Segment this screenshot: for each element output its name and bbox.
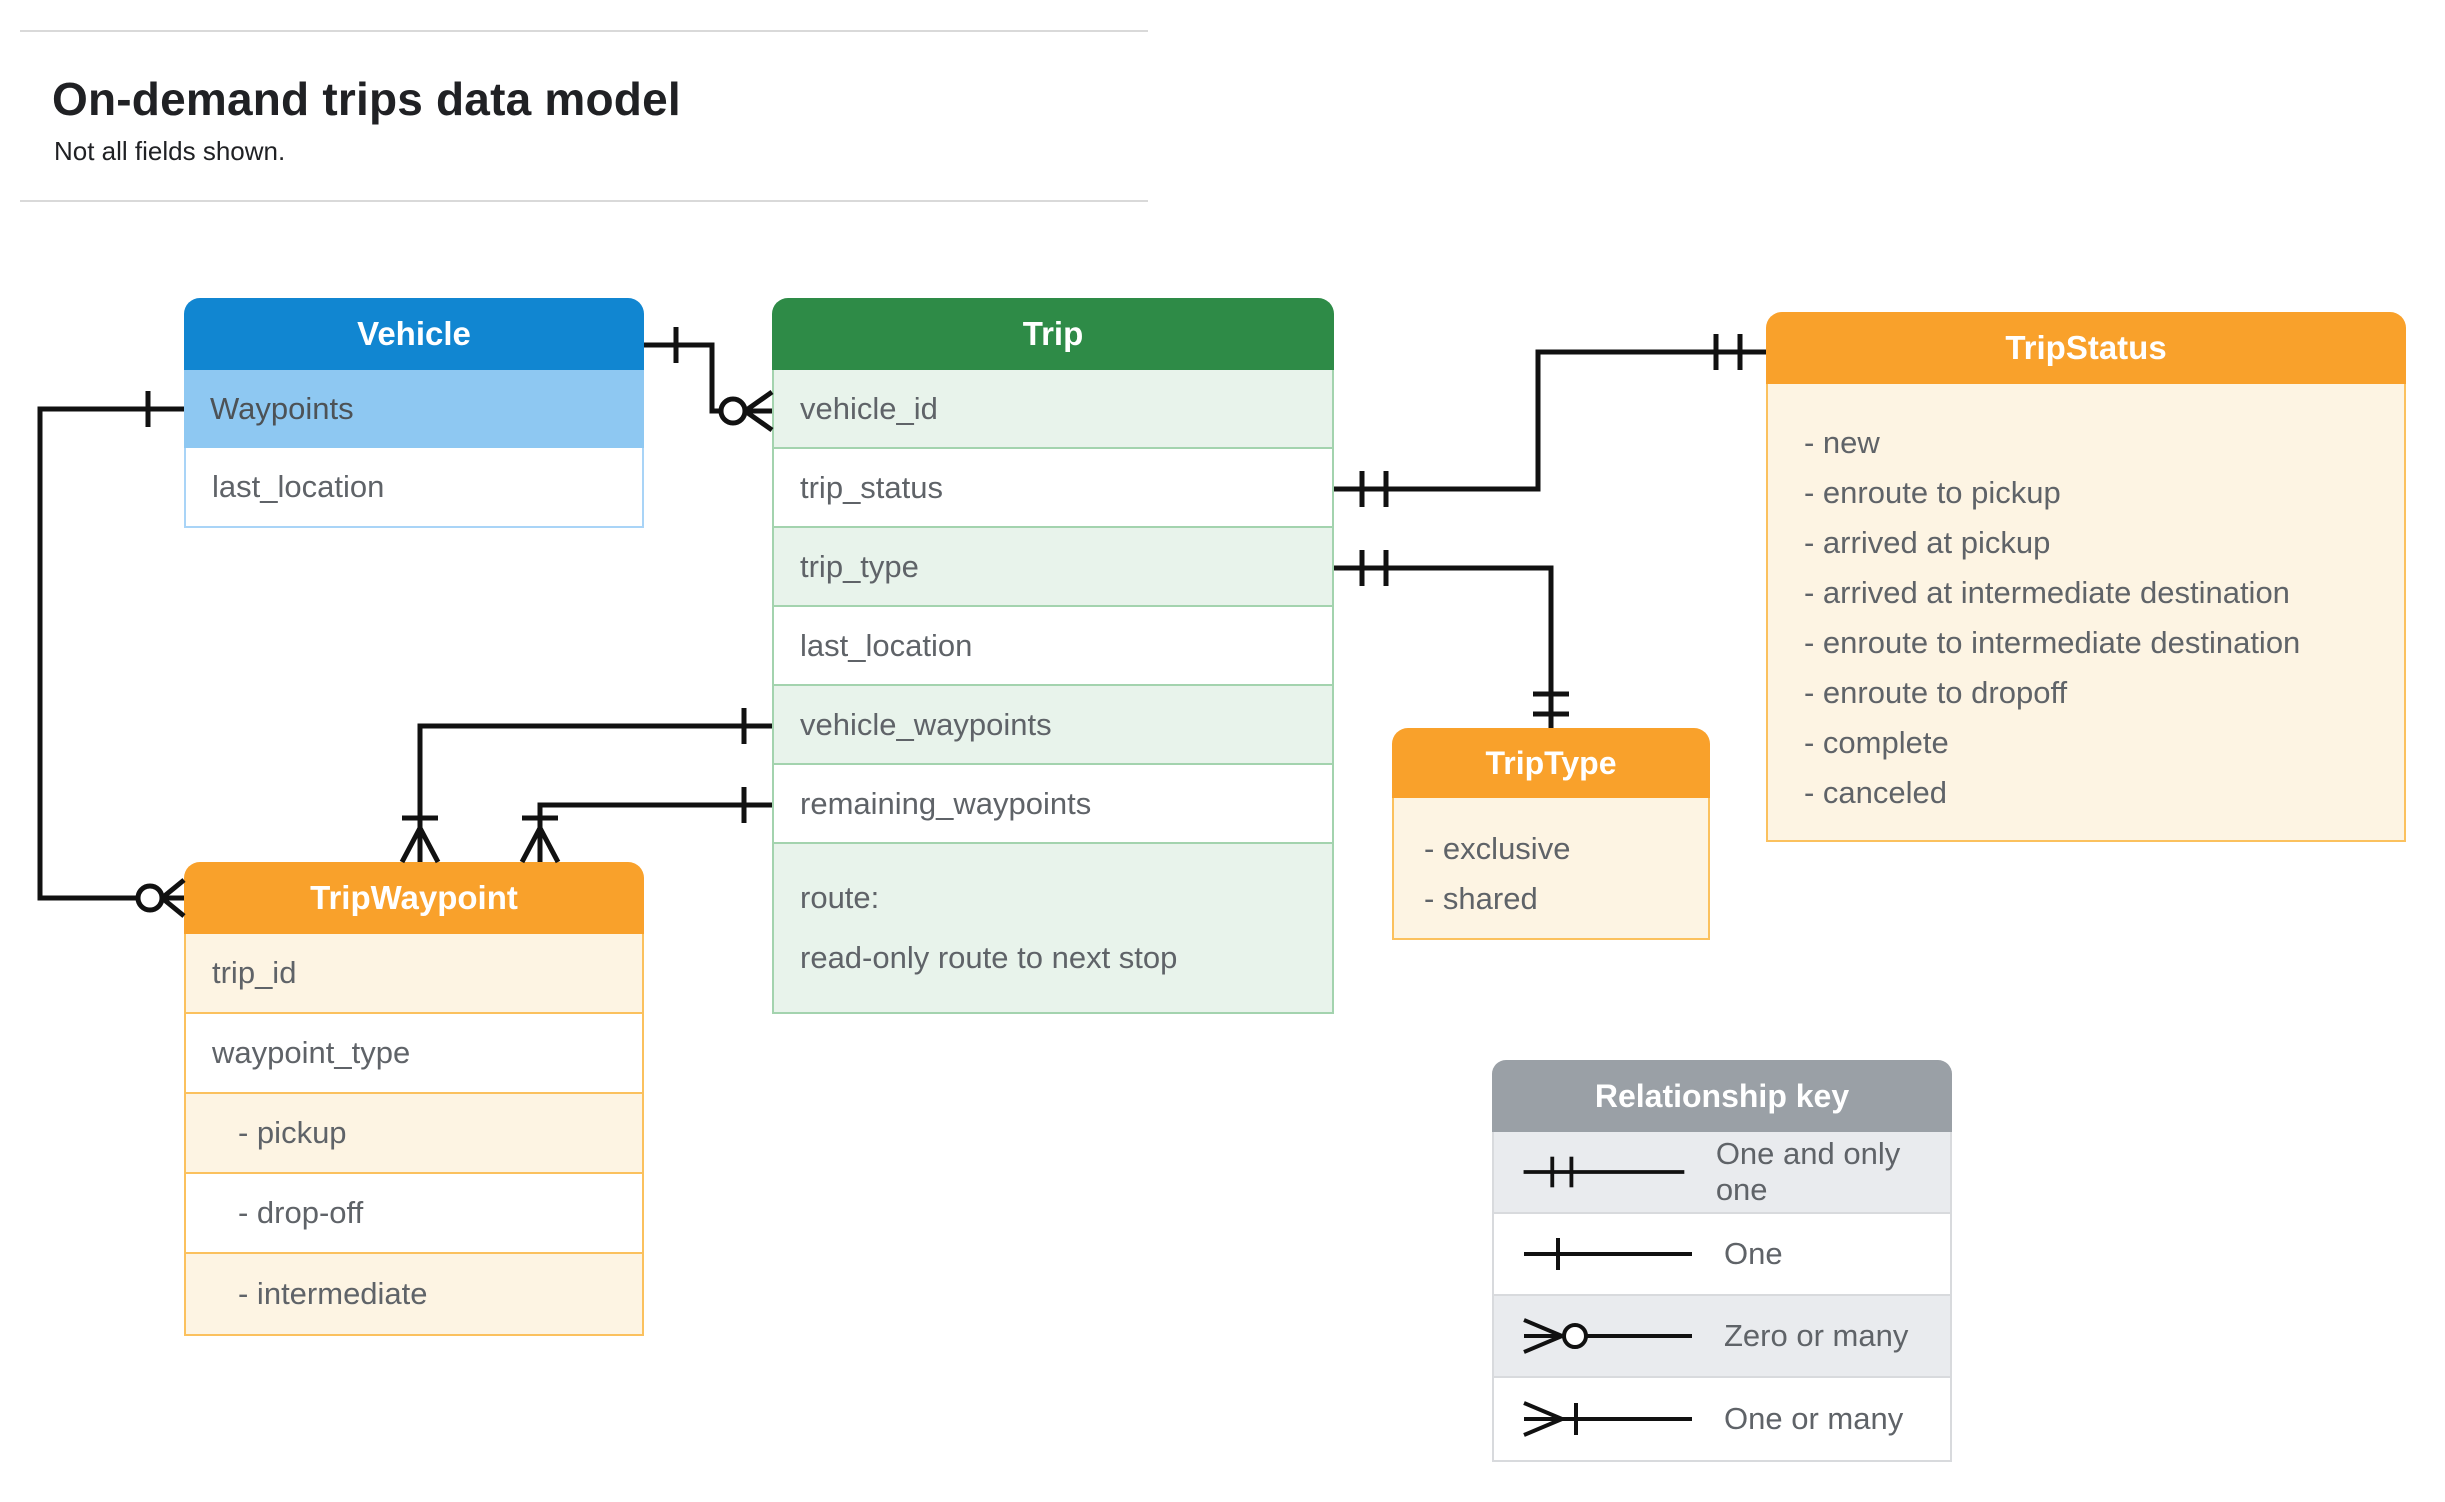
trip-row-last-location: last_location [774,607,1332,686]
one-and-only-one-icon [1523,1156,1685,1188]
connector-waypoints-to-tripwaypoint [37,391,186,918]
entity-tripstatus: TripStatus - new - enroute to pickup - a… [1766,312,2406,842]
zero-or-many-icon [1523,1318,1692,1354]
triptype-item: - shared [1424,881,1538,916]
entity-tripstatus-body: - new - enroute to pickup - arrived at p… [1766,384,2406,842]
top-divider [20,30,1148,32]
tripwaypoint-row-pickup: - pickup [186,1094,642,1174]
legend-label: Zero or many [1724,1318,1909,1353]
page-subtitle: Not all fields shown. [54,136,286,166]
entity-vehicle-header: Vehicle [184,298,644,370]
trip-row-trip-type: trip_type [774,528,1332,607]
connector-vehiclewaypoints-to-tripwaypoint [399,708,772,864]
tripstatus-item: - enroute to intermediate destination [1804,625,2301,660]
trip-row-trip-status: trip_status [774,449,1332,528]
trip-row-route: route: read-only route to next stop [774,844,1332,1012]
tripwaypoint-row-waypoint-type: waypoint_type [186,1014,642,1094]
legend-row-one-or-many: One or many [1494,1378,1950,1460]
entity-trip-header: Trip [772,298,1334,370]
entity-tripstatus-header: TripStatus [1766,312,2406,384]
tripstatus-item: - new [1804,425,1880,460]
vehicle-row-last-location: last_location [184,448,644,528]
page-title: On-demand trips data model [52,73,681,125]
legend-label: One or many [1724,1401,1904,1436]
trip-row-vehicle-waypoints: vehicle_waypoints [774,686,1332,765]
tripstatus-item: - arrived at intermediate destination [1804,575,2290,610]
tripwaypoint-row-intermediate: - intermediate [186,1254,642,1334]
entity-tripwaypoint-body: trip_id waypoint_type - pickup - drop-of… [184,934,644,1336]
tripstatus-item: - complete [1804,725,1949,760]
legend-row-one-and-only-one: One and only one [1494,1132,1950,1214]
tripstatus-item: - arrived at pickup [1804,525,2051,560]
connector-trip-to-tripstatus [1334,334,1766,507]
entity-trip-body: vehicle_id trip_status trip_type last_lo… [772,370,1334,1014]
entity-tripwaypoint: TripWaypoint trip_id waypoint_type - pic… [184,862,644,1336]
legend-row-zero-or-many: Zero or many [1494,1296,1950,1378]
connector-vehicle-to-trip [644,327,774,433]
tripstatus-item: - enroute to pickup [1804,475,2061,510]
tripstatus-item: - canceled [1804,775,1948,810]
connector-trip-to-triptype [1334,550,1569,728]
trip-route-line2: read-only route to next stop [800,940,1178,975]
tripwaypoint-row-drop-off: - drop-off [186,1174,642,1254]
legend-label: One and only one [1715,1136,1901,1207]
legend-header: Relationship key [1492,1060,1952,1132]
one-or-many-icon [1523,1401,1692,1437]
connector-remainingwaypoints-to-tripwaypoint [519,787,772,864]
one-icon [1524,1238,1692,1270]
legend-body: One and only one One Zero or many [1492,1132,1952,1462]
entity-trip: Trip vehicle_id trip_status trip_type la… [772,298,1334,1014]
triptype-item: - exclusive [1424,831,1571,866]
trip-row-remaining-waypoints: remaining_waypoints [774,765,1332,844]
legend-box: Relationship key One and only one One [1492,1060,1952,1462]
entity-triptype-body: - exclusive - shared [1392,798,1710,940]
entity-vehicle: Vehicle Waypoints last_location [184,298,644,528]
tripwaypoint-row-trip-id: trip_id [186,934,642,1014]
title-divider [20,200,1148,202]
trip-route-line1: route: [800,880,880,915]
legend-label: One [1724,1236,1783,1271]
trip-row-vehicle-id: vehicle_id [774,370,1332,449]
entity-triptype: TripType - exclusive - shared [1392,728,1710,940]
legend-row-one: One [1494,1214,1950,1296]
vehicle-row-waypoints: Waypoints [184,370,644,448]
entity-tripwaypoint-header: TripWaypoint [184,862,644,934]
entity-triptype-header: TripType [1392,728,1710,798]
tripstatus-item: - enroute to dropoff [1804,675,2068,710]
